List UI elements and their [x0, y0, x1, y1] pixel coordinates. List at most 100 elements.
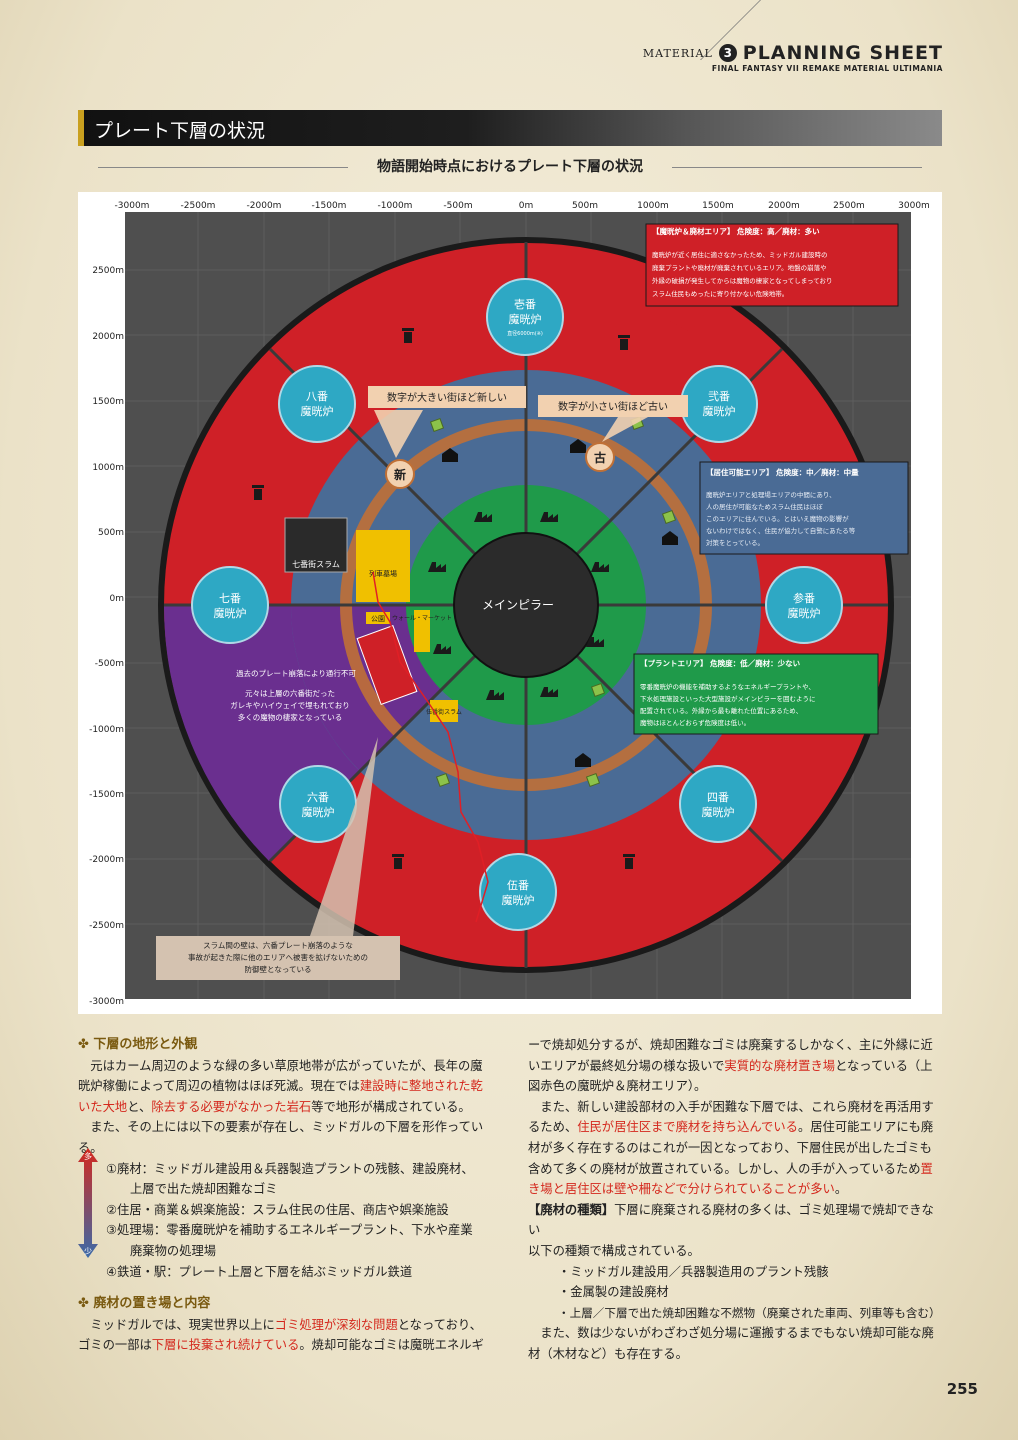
- factory-icon: [540, 512, 558, 522]
- paragraph: いた大地と、除去する必要がなかった岩石等で地形が構成されている。: [78, 1099, 471, 1114]
- list-item: ③処理場：零番魔晄炉を補助するエネルギープラント、下水や産業: [106, 1223, 473, 1238]
- info-red-box: [645, 223, 899, 307]
- x-tick: -2500m: [181, 201, 216, 211]
- house-icons: [442, 439, 678, 767]
- paragraph: 図赤色の魔晄炉＆廃材エリア）。: [528, 1079, 707, 1094]
- y-tick: -2500m: [89, 921, 124, 931]
- paragraph: また、数は少ないがわざわざ処分場に運搬するまでもない焼却可能な廃: [528, 1326, 934, 1341]
- paragraph: 含めて多くの廃材が放置されている。しかし、人の手が入っているため置: [528, 1161, 933, 1176]
- main-pillar: [453, 532, 599, 678]
- new-label: 新: [394, 467, 406, 482]
- info-blue-line: 人の居住が可能なためスラム住民はほぼ: [706, 502, 823, 511]
- callout-new-box: [368, 386, 526, 408]
- callout-pointer: [374, 410, 423, 458]
- callout-new-text: 数字が大きい街ほど新しい: [387, 391, 507, 404]
- park-label: 公園: [371, 615, 385, 623]
- y-tick: -3000m: [89, 997, 124, 1007]
- reactor-label: 伍番: [507, 879, 529, 892]
- info-green-box: [633, 653, 879, 735]
- x-tick: 2000m: [768, 201, 800, 211]
- header-material: MATERIAL 3 PLANNING SHEET: [643, 42, 943, 64]
- reactor-label: 八番: [306, 390, 328, 403]
- page-number: 255: [946, 1380, 978, 1398]
- wall-callout-box: [156, 936, 400, 980]
- reactor-label: 六番: [307, 791, 329, 804]
- arrow-many-label: 多: [84, 1151, 92, 1161]
- info-red-line: スラム住民もめったに寄り付かない危険地帯。: [652, 289, 788, 298]
- info-blue-title: 【居住可能エリア】 危険度：中／廃材：中量: [706, 467, 859, 477]
- y-tick: -1000m: [89, 725, 124, 735]
- factory-icon: [486, 690, 504, 700]
- wall-market-label: ウォール・マーケット: [392, 614, 452, 622]
- trash-icons: [252, 328, 635, 869]
- paragraph: 【廃材の種類】下層に廃棄される廃材の多くは、ゴミ処理場で焼却できない: [528, 1202, 934, 1238]
- y-tick: -2000m: [89, 855, 124, 865]
- paragraph: また、その上には以下の要素が存在し、ミッドガルの下層を形作っている。: [78, 1120, 484, 1155]
- factory-icon: [474, 512, 492, 522]
- x-tick: 1500m: [702, 201, 734, 211]
- trash-icon: [623, 854, 635, 869]
- y-tick: 2000m: [92, 332, 124, 342]
- reactor-7: 七番 魔晄炉: [191, 566, 269, 644]
- info-red-title: 【魔晄炉＆廃材エリア】 危険度：高／廃材：多い: [652, 226, 820, 236]
- reactor-label: 参番: [793, 591, 815, 605]
- trash-icon: [252, 485, 264, 500]
- paragraph: き場と居住区は壁や柵などで分けられていることが多い。: [528, 1182, 848, 1197]
- y-tick: 2500m: [92, 266, 124, 276]
- reactor-4: 四番 魔晄炉: [679, 765, 757, 843]
- callout-old-text: 数字が小さい街ほど古い: [558, 400, 668, 413]
- bullet-item: ・ミッドガル建設用／兵器製造用のプラント残骸: [558, 1264, 829, 1279]
- wall-callout-line: 事故が起きた際に他のエリアへ被害を拡げないための: [188, 952, 368, 962]
- paragraph: 以下の種類で構成されている。: [528, 1243, 700, 1258]
- x-tick: 500m: [572, 201, 598, 211]
- paragraph: 材（木材など）も存在する。: [528, 1346, 688, 1361]
- wall-callout-line: スラム間の壁は、六番プレート崩落のような: [203, 940, 353, 950]
- trash-icon: [618, 335, 630, 350]
- paragraph: いエリアが最終処分場の様な扱いで実質的な廃材置き場となっている（上: [528, 1058, 933, 1073]
- bullet-item: ・上層／下層で出た焼却困難な不燃物（廃棄された車両、列車等も含む）: [558, 1305, 941, 1320]
- list-item: ①廃材：ミッドガル建設用＆兵器製造プラントの残骸、建設廃材、: [106, 1161, 474, 1176]
- trash-icon: [392, 854, 404, 869]
- reactor-label: 七番: [219, 592, 241, 605]
- paragraph: るため、住民が居住区まで廃材を持ち込んでいる。居住可能エリアにも廃: [528, 1120, 934, 1135]
- reactors: 壱番 魔晄炉 直径6000m(※) 弐番 魔晄炉 参番 魔晄炉 四番 魔晄炉 伍…: [191, 278, 843, 931]
- factory-icon: [433, 644, 451, 654]
- callout-pointer: [602, 417, 648, 442]
- x-tick: -3000m: [115, 201, 150, 211]
- callout-old-box: [538, 395, 688, 417]
- info-blue-line: ないわけではなく、住民が協力して自警にあたる等: [706, 526, 856, 535]
- diagram-title: 物語開始時点におけるプレート下層の状況: [78, 156, 942, 180]
- factory-icon: [540, 687, 558, 697]
- list-item-cont: 廃棄物の処理場: [130, 1243, 217, 1258]
- trash-icon: [402, 328, 414, 343]
- reactor-label: 魔晄炉: [703, 404, 736, 418]
- reactor-6: 六番 魔晄炉: [279, 765, 357, 843]
- list-item-cont: 上層で出た焼却困難なゴミ: [130, 1182, 278, 1197]
- paragraph: ミッドガルでは、現実世界以上にゴミ処理が深刻な問題となっており、: [78, 1317, 482, 1332]
- paragraph: 材が多く存在するのはこれが一因となっており、下層住民が出したゴミも: [528, 1140, 932, 1155]
- diagram-panel: -3000m -2500m -2000m -1500m -1000m -500m…: [78, 192, 942, 1014]
- park-block: [366, 612, 390, 624]
- info-green-line: 配置されている。外縁から最も離れた位置にあるため、: [640, 706, 802, 715]
- list-item: ④鉄道・駅：プレート上層と下層を結ぶミッドガル鉄道: [106, 1264, 413, 1279]
- section-title-bar: プレート下層の状況: [78, 110, 942, 146]
- quantity-arrow: 多 少: [78, 1148, 98, 1258]
- y-tick: 1500m: [92, 397, 124, 407]
- y-tick: 0m: [110, 594, 125, 604]
- info-blue-line: 対策をとっている。: [706, 538, 764, 547]
- x-axis-ticks: -3000m -2500m -2000m -1500m -1000m -500m…: [115, 201, 930, 211]
- y-tick: 1000m: [92, 463, 124, 473]
- info-red-line: 外縁の破損が発生してからは魔物の棲家となってしまっており: [652, 276, 833, 285]
- reactor-3: 参番 魔晄炉: [765, 566, 843, 644]
- train-graveyard-block: [356, 530, 410, 602]
- bullet-item: ・金属製の建設廃材: [558, 1285, 669, 1300]
- slum5-label: 伍番街スラム: [426, 708, 462, 716]
- info-blue-line: このエリアに住んでいる。とはいえ魔物の影響が: [706, 514, 849, 523]
- reactor-label: 弐番: [708, 390, 730, 403]
- reactor-label: 魔晄炉: [502, 893, 535, 907]
- reactor-label: 魔晄炉: [301, 404, 334, 418]
- arrow-few-label: 少: [84, 1247, 92, 1256]
- reactor-5: 伍番 魔晄炉: [479, 853, 557, 931]
- house-icon: [570, 439, 586, 453]
- material-label: MATERIAL: [642, 46, 713, 60]
